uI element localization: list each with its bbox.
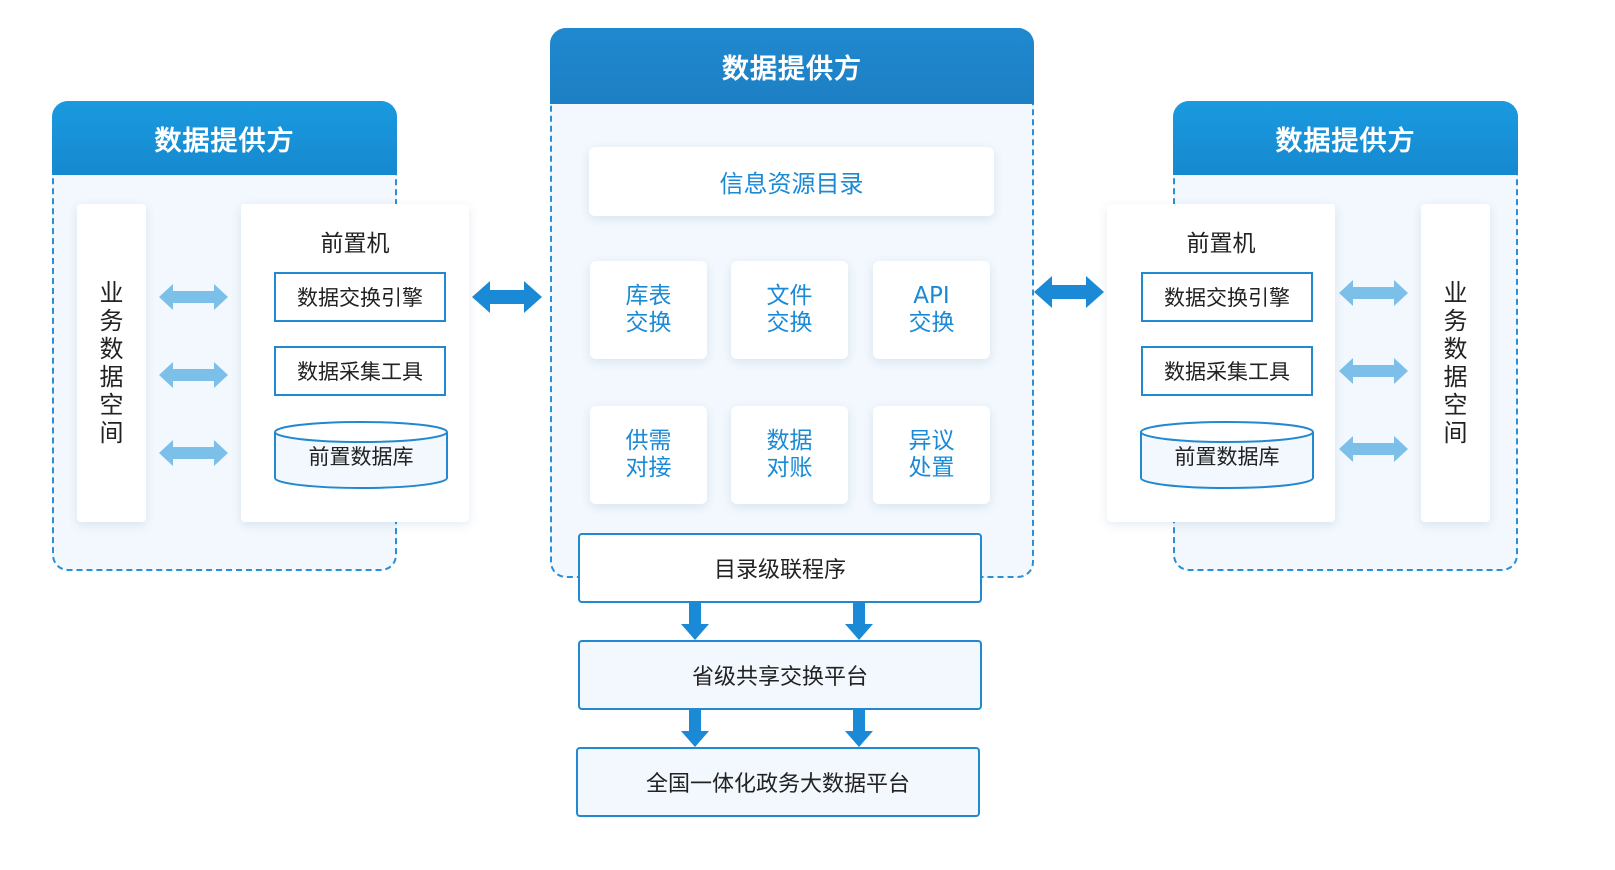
right-provider-header: 数据提供方 bbox=[1173, 101, 1518, 175]
center-provider-header: 数据提供方 bbox=[550, 28, 1034, 104]
double-arrow-icon bbox=[1034, 276, 1104, 308]
tile-text: 供需 bbox=[625, 428, 672, 454]
down-arrow-icon bbox=[681, 603, 709, 640]
left-db-label: 前置数据库 bbox=[308, 445, 414, 469]
tile-text: 处置 bbox=[908, 455, 955, 481]
left-front-machine-title: 前置机 bbox=[320, 231, 390, 257]
right-space-char: 空 bbox=[1443, 391, 1468, 419]
tile-text: 库表 bbox=[625, 283, 672, 309]
left-business-space: 业 务 数 据 空 间 bbox=[77, 204, 146, 522]
right-db-label: 前置数据库 bbox=[1174, 445, 1280, 469]
down-arrow-icon bbox=[681, 710, 709, 747]
left-space-char: 空 bbox=[99, 391, 124, 419]
left-space-char: 据 bbox=[99, 363, 124, 391]
resource-catalog: 信息资源目录 bbox=[589, 147, 994, 216]
double-arrow-icon bbox=[1339, 280, 1408, 306]
right-front-machine-title: 前置机 bbox=[1186, 231, 1256, 257]
tile-text: 交换 bbox=[625, 310, 672, 336]
right-collection-tool: 数据采集工具 bbox=[1141, 346, 1313, 396]
tile-text: 交换 bbox=[908, 310, 955, 336]
left-space-char: 数 bbox=[99, 335, 124, 363]
double-arrow-icon bbox=[159, 440, 228, 466]
tile-data-reconcile: 数据 对账 bbox=[731, 406, 848, 504]
right-business-space: 业 务 数 据 空 间 bbox=[1421, 204, 1490, 522]
double-arrow-icon bbox=[159, 362, 228, 388]
left-space-char: 务 bbox=[99, 307, 124, 335]
right-exchange-engine: 数据交换引擎 bbox=[1141, 272, 1313, 322]
tile-api-exchange: API 交换 bbox=[873, 261, 990, 359]
tile-table-exchange: 库表 交换 bbox=[590, 261, 707, 359]
right-space-char: 数 bbox=[1443, 335, 1468, 363]
tile-file-exchange: 文件 交换 bbox=[731, 261, 848, 359]
left-space-char: 业 bbox=[99, 279, 124, 307]
left-collection-tool: 数据采集工具 bbox=[274, 346, 446, 396]
double-arrow-icon bbox=[159, 284, 228, 310]
tile-text: 对账 bbox=[766, 455, 813, 481]
left-db-cylinder-icon bbox=[274, 421, 448, 489]
right-space-char: 据 bbox=[1443, 363, 1468, 391]
provincial-platform-box: 省级共享交换平台 bbox=[578, 640, 982, 710]
tile-text: 交换 bbox=[766, 310, 813, 336]
double-arrow-icon bbox=[1339, 436, 1408, 462]
right-db-cylinder-icon bbox=[1140, 421, 1314, 489]
catalog-cascade-box: 目录级联程序 bbox=[578, 533, 982, 603]
down-arrow-icon bbox=[845, 710, 873, 747]
double-arrow-icon bbox=[1339, 358, 1408, 384]
tile-text: API bbox=[913, 283, 950, 309]
tile-text: 文件 bbox=[766, 283, 813, 309]
tile-text: 对接 bbox=[625, 455, 672, 481]
tile-text: 异议 bbox=[908, 428, 955, 454]
tile-text: 数据 bbox=[766, 428, 813, 454]
left-space-char: 间 bbox=[99, 419, 124, 447]
tile-dispute-handling: 异议 处置 bbox=[873, 406, 990, 504]
right-space-char: 务 bbox=[1443, 307, 1468, 335]
down-arrow-icon bbox=[845, 603, 873, 640]
left-exchange-engine: 数据交换引擎 bbox=[274, 272, 446, 322]
right-space-char: 间 bbox=[1443, 419, 1468, 447]
double-arrow-icon bbox=[472, 281, 542, 313]
right-space-char: 业 bbox=[1443, 279, 1468, 307]
left-provider-header: 数据提供方 bbox=[52, 101, 397, 175]
national-platform-box: 全国一体化政务大数据平台 bbox=[576, 747, 980, 817]
tile-supply-demand: 供需 对接 bbox=[590, 406, 707, 504]
